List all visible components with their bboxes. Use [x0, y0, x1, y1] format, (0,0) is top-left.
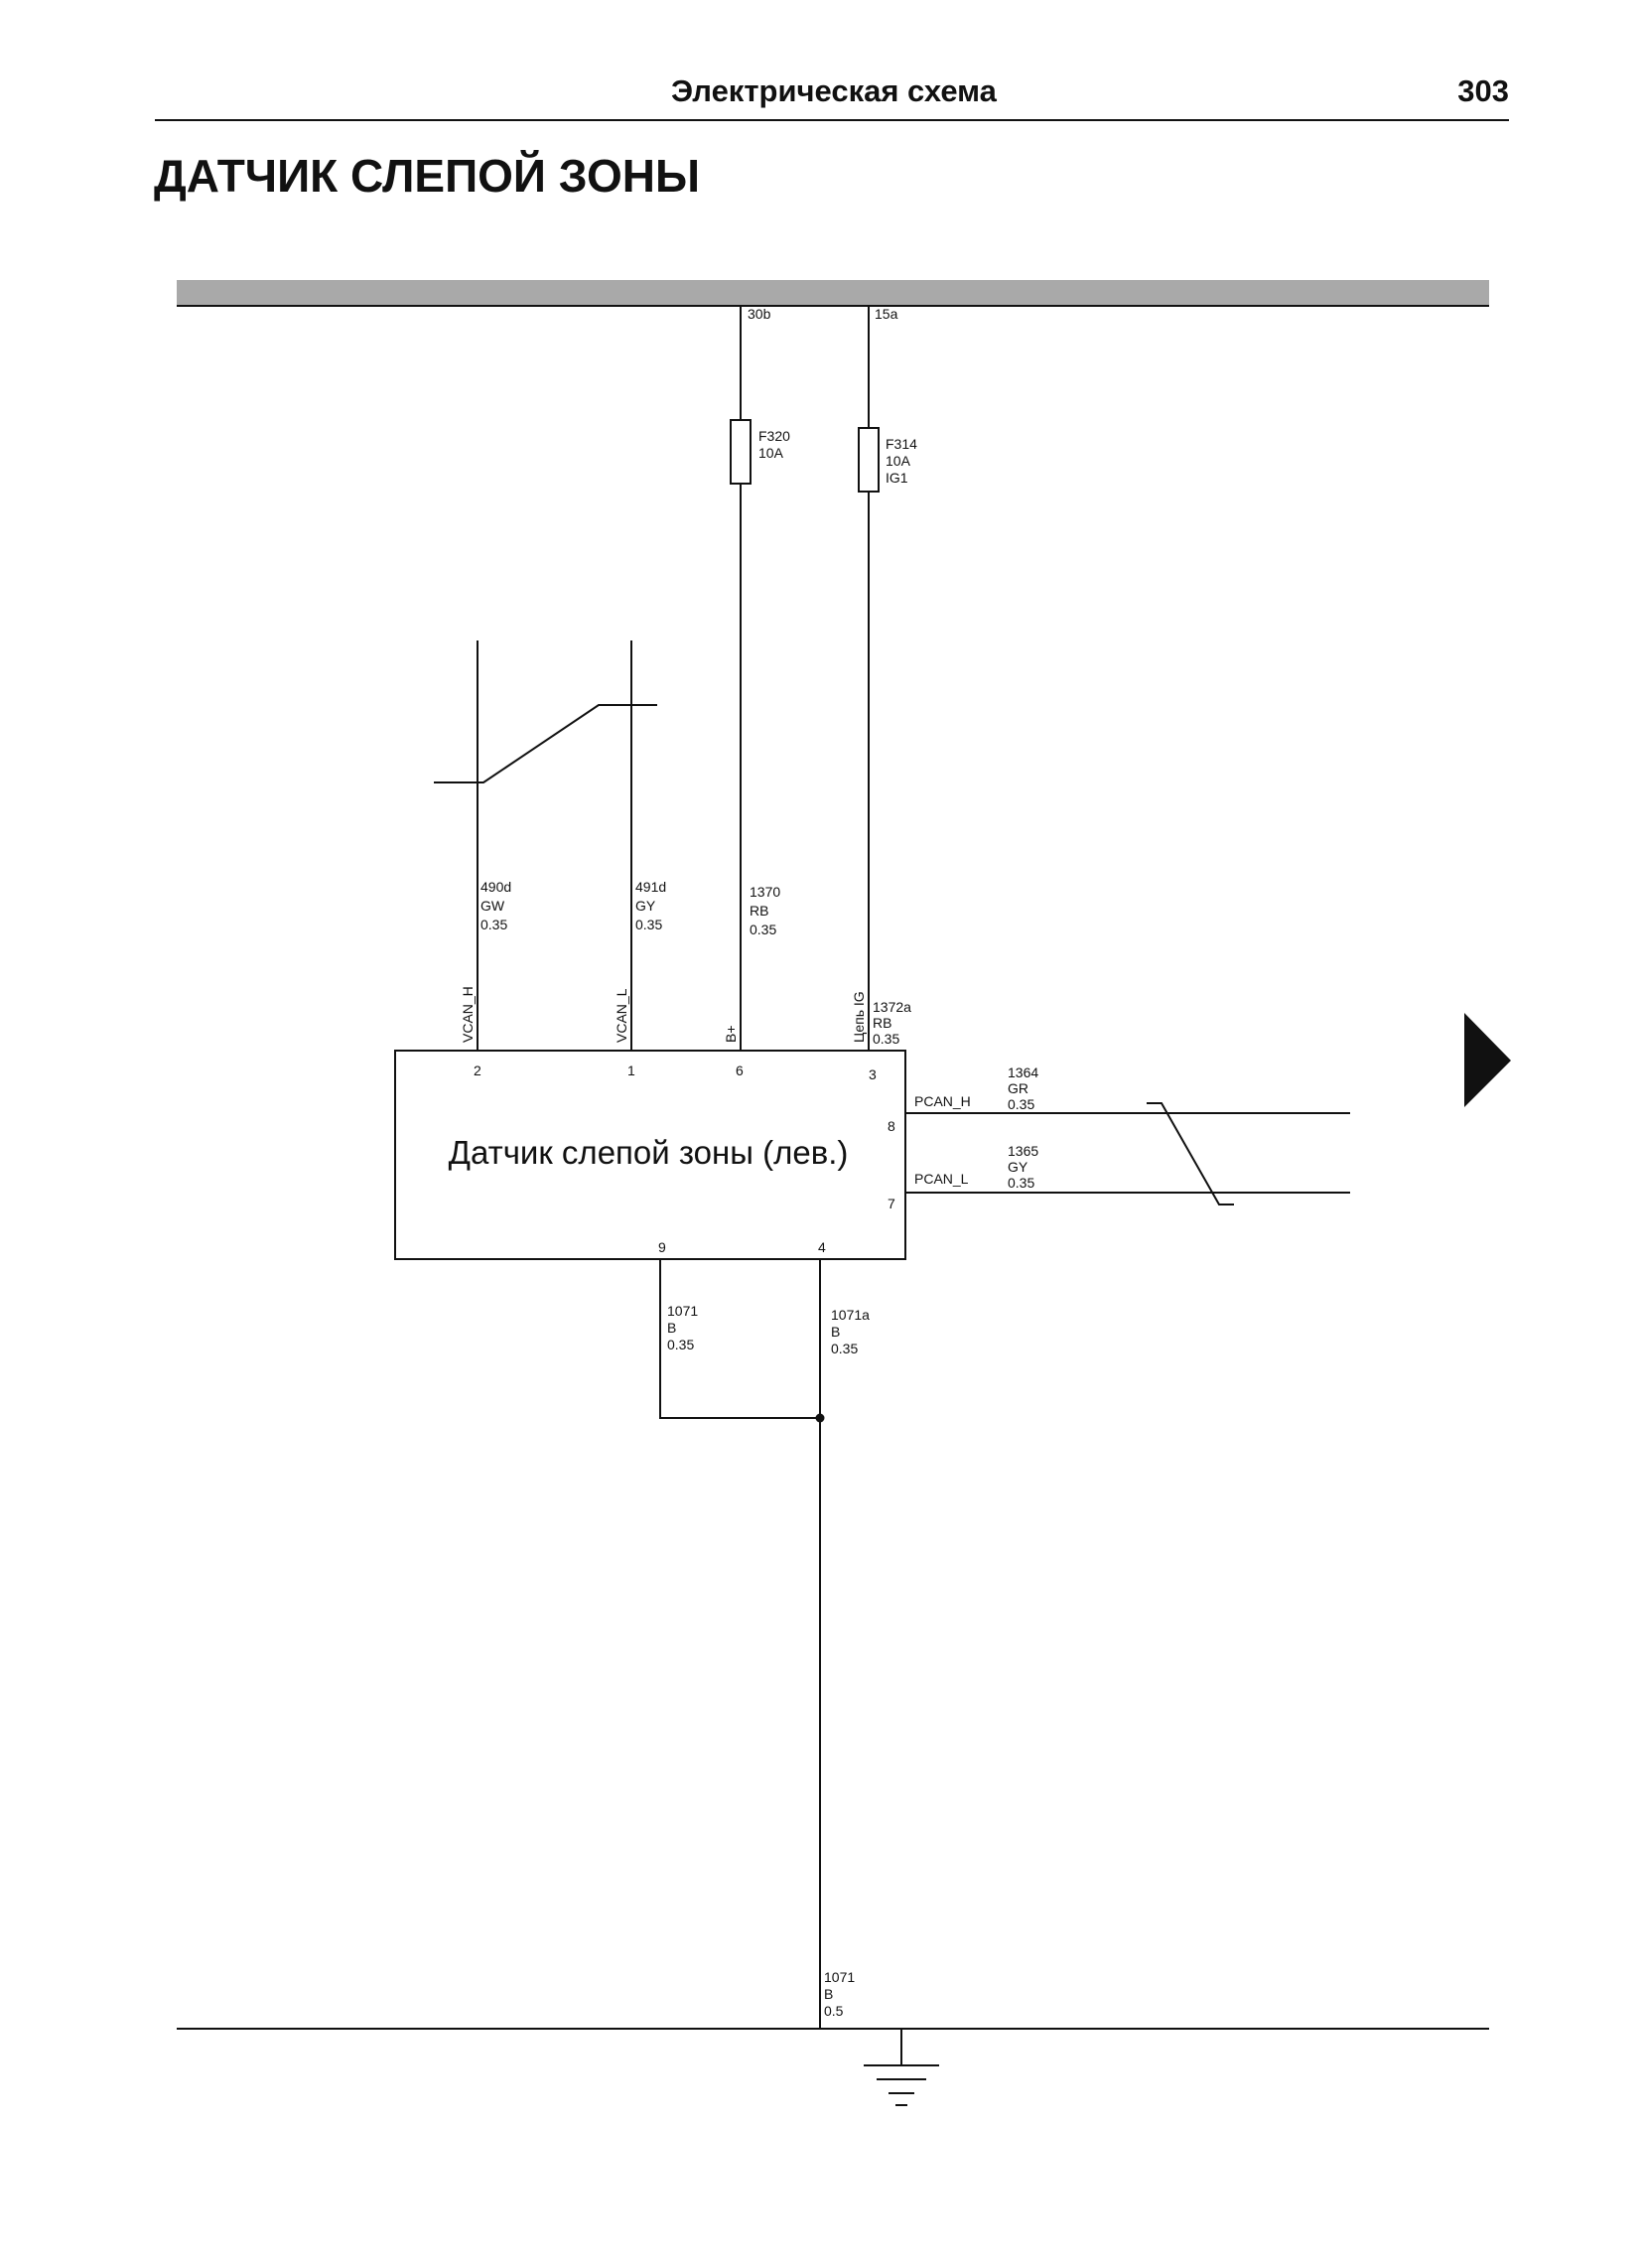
wire-1364-color: GR [1008, 1080, 1028, 1096]
signal-ig: Цепь IG [851, 991, 867, 1043]
wire-490d-color: GW [480, 898, 505, 914]
wire-1071a-size: 0.35 [831, 1341, 858, 1356]
page-header: Электрическая схема 303 [155, 70, 1509, 121]
fuse-f314-rating: 10A [886, 453, 911, 469]
fuse-f320-name: F320 [758, 428, 790, 444]
wire-1364-size: 0.35 [1008, 1096, 1034, 1112]
fuse-f320-rating: 10A [758, 445, 784, 461]
next-page-arrow-icon [1464, 1013, 1511, 1107]
signal-bplus: B+ [723, 1025, 739, 1043]
header-title: Электрическая схема [671, 73, 997, 108]
wire-1372a-id: 1372a [873, 999, 911, 1015]
wire-1365-size: 0.35 [1008, 1175, 1034, 1191]
wire-490d-size: 0.35 [480, 917, 507, 932]
wire-1370-color: RB [750, 903, 768, 919]
pin-6: 6 [736, 1063, 744, 1078]
wire-1372a-color: RB [873, 1015, 891, 1031]
pin-7: 7 [888, 1196, 895, 1211]
bus-label-30b: 30b [748, 306, 771, 322]
wire-1365-color: GY [1008, 1159, 1028, 1175]
wire-1071-color: B [667, 1320, 676, 1336]
wire-1372a-size: 0.35 [873, 1031, 899, 1047]
wire-1071a-color: B [831, 1324, 840, 1340]
fuse-f314-circuit: IG1 [886, 470, 908, 486]
wire-1071-ground-color: B [824, 1986, 833, 2002]
signal-pcan-h: PCAN_H [914, 1093, 971, 1109]
fuse-f320 [730, 419, 752, 485]
page-title: ДАТЧИК СЛЕПОЙ ЗОНЫ [154, 150, 701, 202]
wire-1370-size: 0.35 [750, 921, 776, 937]
wire-491d-id: 491d [635, 879, 666, 895]
page-number: 303 [1457, 73, 1509, 108]
wire-1071-id: 1071 [667, 1303, 698, 1319]
wire-1364-id: 1364 [1008, 1064, 1038, 1080]
wire-490d-id: 490d [480, 879, 511, 895]
pin-2: 2 [474, 1063, 481, 1078]
pin-1: 1 [627, 1063, 635, 1078]
wire-1071-ground-size: 0.5 [824, 2003, 844, 2019]
twisted-pair-pcan [1147, 1102, 1234, 1205]
pin-3: 3 [869, 1066, 877, 1082]
fuse-f314-name: F314 [886, 436, 917, 452]
pin-4: 4 [818, 1239, 826, 1255]
pin-9: 9 [658, 1239, 666, 1255]
bus-label-15a: 15a [875, 306, 898, 322]
wire-1071a-id: 1071a [831, 1307, 870, 1323]
wire-1370-id: 1370 [750, 884, 780, 900]
pin-8: 8 [888, 1118, 895, 1134]
blind-spot-sensor-box [394, 1050, 906, 1260]
wire-491d-size: 0.35 [635, 917, 662, 932]
wire-1071-ground-id: 1071 [824, 1969, 855, 1985]
signal-pcan-l: PCAN_L [914, 1171, 969, 1187]
signal-vcan-l: VCAN_L [614, 988, 629, 1043]
ground-icon [864, 2029, 939, 2106]
component-label: Датчик слепой зоны (лев.) [449, 1134, 849, 1171]
fuse-f314 [858, 427, 880, 493]
wire-491d-color: GY [635, 898, 656, 914]
signal-vcan-h: VCAN_H [460, 986, 476, 1043]
splice-point [815, 1413, 825, 1423]
power-bus-bar [177, 280, 1489, 306]
wire-1071-size: 0.35 [667, 1337, 694, 1352]
twisted-pair-vcan [434, 704, 657, 783]
wire-1071 [659, 1259, 820, 1419]
wire-1365-id: 1365 [1008, 1143, 1038, 1159]
